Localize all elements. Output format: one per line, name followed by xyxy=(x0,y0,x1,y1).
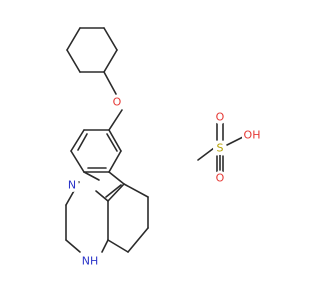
saturated-carbocycle xyxy=(107,183,149,253)
oxygen-bottom-text: O xyxy=(216,172,225,185)
oxygen-bottom-label: O xyxy=(213,171,227,185)
oxygen-ether-text: O xyxy=(113,96,122,109)
hydroxyl-label: OH xyxy=(242,128,262,142)
oxygen-top-label: O xyxy=(213,110,227,124)
methanesulfonic-acid-bonds xyxy=(197,119,246,175)
hydroxyl-text: OH xyxy=(244,129,261,142)
benzene-ring xyxy=(70,129,122,173)
nitrogen-indole-label: N xyxy=(65,178,79,192)
sulfur-text: S xyxy=(217,142,224,155)
sulfur-label: S xyxy=(213,141,227,155)
oxygen-top-text: O xyxy=(216,111,225,124)
pyrrole-ring xyxy=(83,171,125,202)
piperazine-ring xyxy=(65,181,109,253)
nitrogen-indole-text: N xyxy=(68,179,76,192)
chemical-structure-diagram: O N NH S O O OH xyxy=(65,27,262,268)
nh-amine-label: NH xyxy=(79,254,101,268)
oxygen-ether-label: O xyxy=(110,95,124,109)
cyclohexyl-ring xyxy=(66,27,118,73)
nh-amine-text: NH xyxy=(82,255,99,268)
ether-bonds xyxy=(103,71,123,131)
